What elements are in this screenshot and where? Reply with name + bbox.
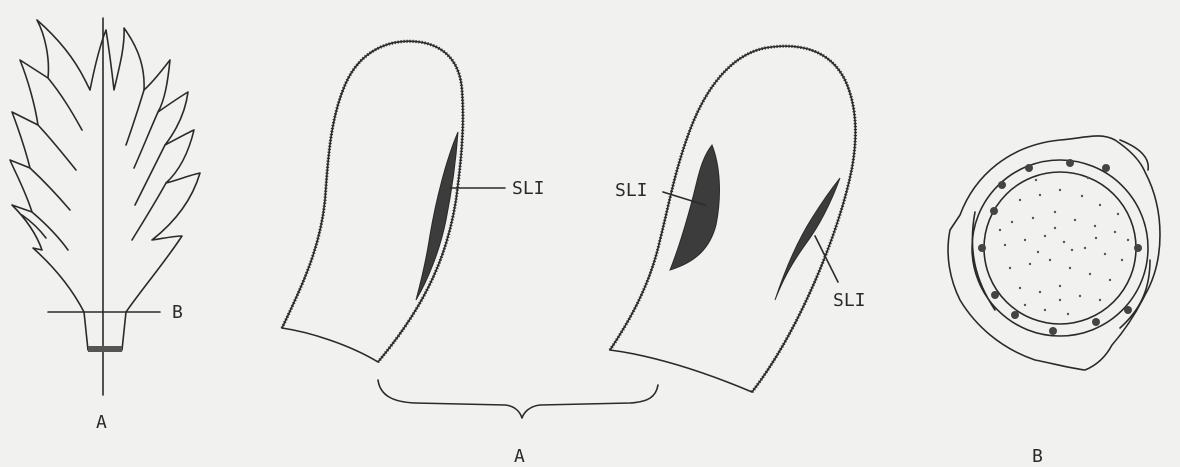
vascular-dot [1092,318,1100,326]
label-group-a: A [514,446,525,467]
vascular-dot [1011,311,1019,319]
vascular-dot [998,181,1006,189]
vascular-dot [991,291,999,299]
vascular-dot [1124,306,1132,314]
vascular-dot [1102,164,1110,172]
vascular-dot [1066,159,1074,167]
label-section-b: B [172,302,183,323]
label-sli-left: SLI [512,178,545,199]
vascular-dot [990,207,998,215]
vascular-dot [1049,327,1057,335]
vascular-dot [978,244,986,252]
label-cross-section-b: B [1032,446,1043,467]
sheath-base-shading [88,346,122,352]
vascular-dot [1025,164,1033,172]
vascular-dot [1134,244,1142,252]
label-sli-right: SLI [833,290,866,311]
label-sli-middle: SLI [615,180,648,201]
label-axis-a: A [96,412,107,433]
